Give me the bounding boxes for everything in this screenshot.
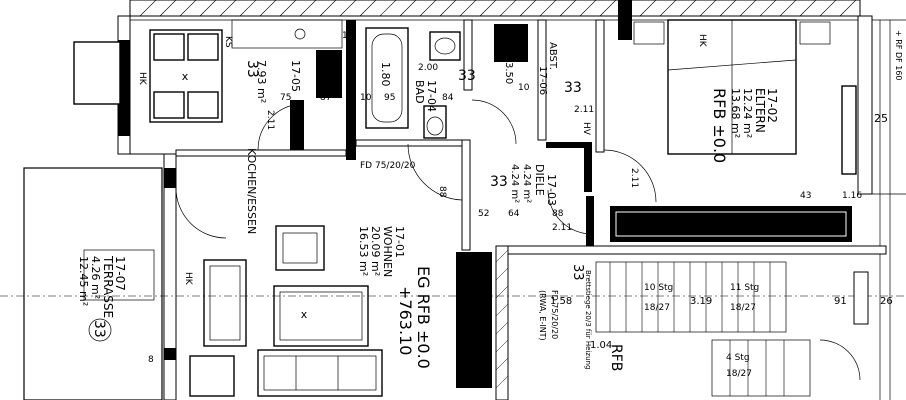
eltern-rfb: RFB ±0.0 xyxy=(710,88,729,163)
dining-table: x xyxy=(149,29,223,123)
unit-num-3: 33 xyxy=(564,80,582,96)
stair3-ratio: 18/27 xyxy=(726,369,752,379)
bad-name: BAD xyxy=(413,80,426,104)
room-labels: KOCHEN/ESSEN 17-05 7.93 m² 33 KS 2.11 75… xyxy=(77,30,903,379)
svg-text:95: 95 xyxy=(384,93,395,103)
wohnen-number: 17-01 xyxy=(393,226,406,258)
svg-text:10: 10 xyxy=(518,83,530,93)
svg-text:64: 64 xyxy=(508,209,520,219)
svg-text:52: 52 xyxy=(478,209,489,219)
svg-text:8: 8 xyxy=(148,355,154,365)
svg-text:2.00: 2.00 xyxy=(418,63,438,73)
terrasse-area2: 12.45 m² xyxy=(77,256,90,306)
diele-number: 17-03 xyxy=(545,174,558,206)
terrasse-number: 17-07 xyxy=(113,256,127,291)
level-main: EG RFB ±0.0 xyxy=(414,266,433,369)
svg-text:15: 15 xyxy=(342,31,353,41)
eltern-area2: 13.68 m² xyxy=(729,88,742,138)
kochen-area: 7.93 m² xyxy=(255,60,268,103)
svg-text:10: 10 xyxy=(360,93,372,103)
wohnen-area1: 20.09 m² xyxy=(369,226,382,276)
svg-text:2.11: 2.11 xyxy=(629,168,639,188)
terrasse-area1: 4.26 m² xyxy=(89,256,102,299)
stairs xyxy=(0,261,906,397)
svg-text:91: 91 xyxy=(834,296,847,307)
kochen-number: 17-05 xyxy=(289,60,302,92)
svg-text:1.80: 1.80 xyxy=(379,62,392,87)
diele-name: DIELE xyxy=(533,164,546,196)
abst-name: ABST. xyxy=(547,42,558,70)
unit-num-1: 33 xyxy=(244,60,260,78)
svg-text:33: 33 xyxy=(570,264,585,281)
terrasse-name: TERRASSE xyxy=(101,255,115,318)
eltern-bed xyxy=(633,19,857,175)
abst-number: 17-06 xyxy=(537,66,548,95)
stair1-ratio: 18/27 xyxy=(644,303,670,313)
stair2-ratio: 18/27 xyxy=(730,303,756,313)
diele-area2: 4.24 m² xyxy=(509,164,520,203)
svg-text:88: 88 xyxy=(437,186,447,198)
interior-walls xyxy=(175,19,887,400)
svg-text:88: 88 xyxy=(552,209,564,219)
door-swings xyxy=(175,99,861,381)
stair-note: Brettstiege 20/3 für Heizung xyxy=(584,270,592,369)
stair3-steps: 4 Stg xyxy=(726,353,750,363)
fd-label: FD 75/20/20 xyxy=(360,161,416,171)
svg-text:3.50: 3.50 xyxy=(503,62,514,84)
svg-text:2.11: 2.11 xyxy=(552,223,572,233)
bad-number: 17-04 xyxy=(425,80,438,112)
kochen-name: KOCHEN/ESSEN xyxy=(245,148,258,234)
svg-text:x: x xyxy=(301,308,308,321)
living-furniture: x xyxy=(189,225,383,397)
wohnen-area2: 16.53 m² xyxy=(357,226,370,276)
eltern-number: 17-02 xyxy=(765,88,779,123)
svg-text:87: 87 xyxy=(320,93,331,103)
level-abs: +763.10 xyxy=(396,286,415,355)
svg-text:75: 75 xyxy=(280,93,291,103)
svg-text:HK: HK xyxy=(697,34,707,48)
stair1-steps: 10 Stg xyxy=(644,283,673,293)
diele-area1: 4.24 m² xyxy=(521,164,532,203)
rwa-box: (RWA, E-INT) xyxy=(538,290,547,341)
outer-walls xyxy=(117,0,906,400)
unit-num-2: 33 xyxy=(458,68,476,84)
kitchen-counter xyxy=(231,19,343,98)
svg-text:2.11: 2.11 xyxy=(265,110,275,130)
svg-text:KS: KS xyxy=(223,36,233,48)
unit-num-4: 33 xyxy=(490,174,508,190)
svg-text:HK: HK xyxy=(137,72,147,86)
svg-text:3.19: 3.19 xyxy=(690,296,712,307)
svg-text:25: 25 xyxy=(874,112,888,125)
svg-text:26: 26 xyxy=(880,296,893,307)
svg-text:HK: HK xyxy=(183,272,193,286)
svg-text:84: 84 xyxy=(442,93,454,103)
fd-stair: FD 75/20/20 xyxy=(550,290,559,339)
eltern-name: ELTERN xyxy=(753,88,767,133)
svg-text:1.16: 1.16 xyxy=(842,191,862,201)
terrasse-area xyxy=(23,41,163,400)
unit-num-5: 33 xyxy=(91,320,107,338)
svg-text:HV: HV xyxy=(581,122,591,136)
wohnen-name: WOHNEN xyxy=(381,226,394,277)
bath-fixtures xyxy=(365,24,528,139)
svg-text:1.04: 1.04 xyxy=(590,340,612,351)
svg-text:x: x xyxy=(182,70,189,83)
svg-text:2.11: 2.11 xyxy=(574,105,594,115)
svg-text:43: 43 xyxy=(800,191,811,201)
corner-note: + RF DF 160 xyxy=(894,30,903,81)
stair2-steps: 11 Stg xyxy=(730,283,759,293)
svg-text:1.58: 1.58 xyxy=(550,296,572,307)
rfb-corridor: RFB xyxy=(608,344,624,371)
eltern-area1: 12.24 m² xyxy=(741,88,754,138)
